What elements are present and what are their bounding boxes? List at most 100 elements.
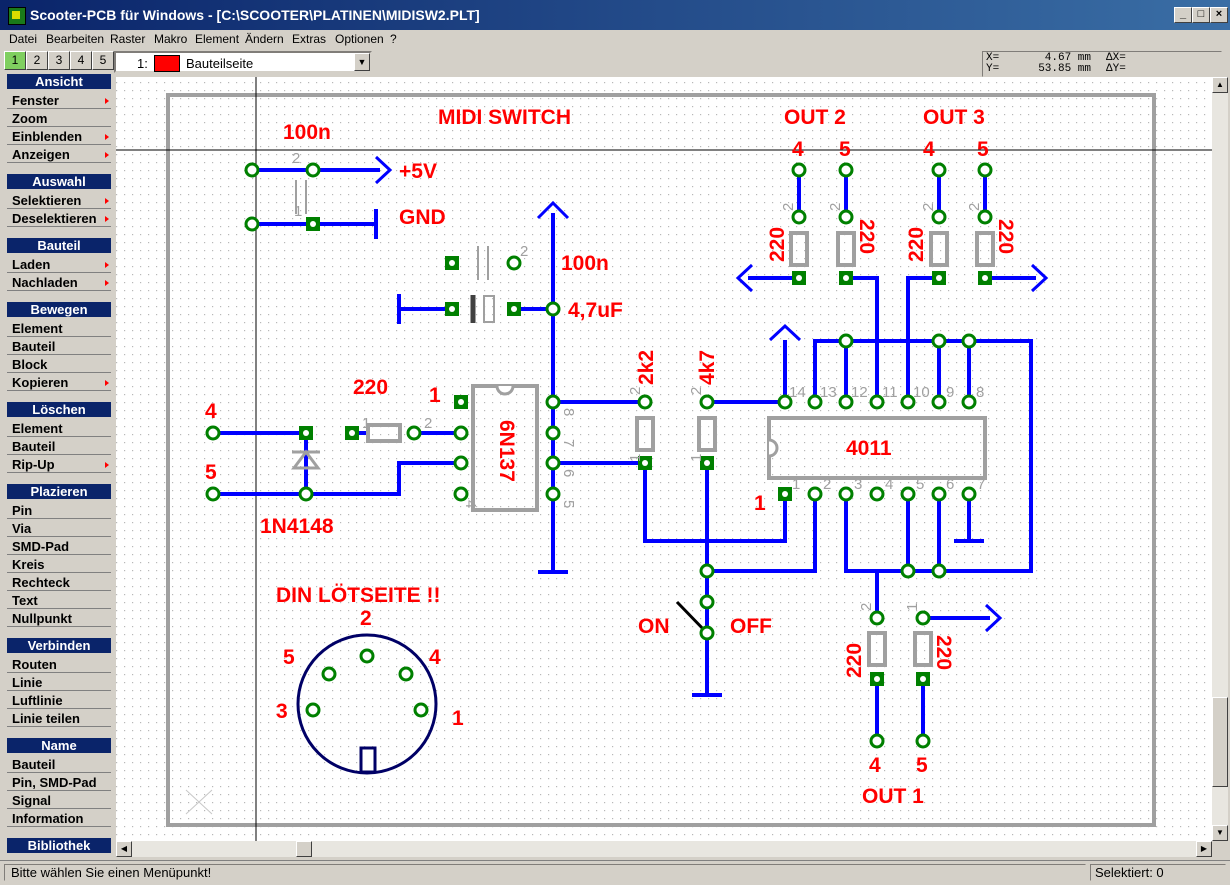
pad-round xyxy=(453,425,469,441)
menu-raster[interactable]: Raster xyxy=(110,32,146,46)
submenu-arrow-icon xyxy=(105,98,109,104)
pad-hole xyxy=(874,676,880,682)
label-in-pin5: 5 xyxy=(205,461,217,484)
pin-num-o5: 5 xyxy=(560,500,577,508)
sidebar-button-luftlinie[interactable]: Luftlinie xyxy=(7,692,111,709)
sidebar-button-bauteil[interactable]: Bauteil xyxy=(7,338,111,355)
pad-round xyxy=(305,162,321,178)
label-o3-pin5: 5 xyxy=(977,138,989,161)
sidebar-button-signal[interactable]: Signal xyxy=(7,792,111,809)
layer-tab-5[interactable]: 5 xyxy=(92,51,114,70)
pin-num-10: 10 xyxy=(913,384,930,401)
sidebar-button-zoom[interactable]: Zoom xyxy=(7,110,111,127)
vertical-scroll-thumb[interactable] xyxy=(1212,697,1228,787)
pad-round xyxy=(977,209,993,225)
scroll-down-icon[interactable]: ▼ xyxy=(1212,825,1228,841)
pad-round xyxy=(838,486,854,502)
sidebar-button-laden[interactable]: Laden xyxy=(7,256,111,273)
sidebar-button-rip-up[interactable]: Rip-Up xyxy=(7,456,111,473)
horizontal-scroll-thumb[interactable] xyxy=(296,841,312,857)
menu-extras[interactable]: Extras xyxy=(292,32,327,46)
chevron-down-icon[interactable]: ▼ xyxy=(354,53,370,71)
sidebar-button-selektieren[interactable]: Selektieren xyxy=(7,192,111,209)
menu-help[interactable]: ? xyxy=(390,32,397,46)
sidebar-button-nachladen[interactable]: Nachladen xyxy=(7,274,111,291)
sidebar-button-label: Laden xyxy=(12,257,51,272)
pad-hole xyxy=(982,275,988,281)
sidebar-button-einblenden[interactable]: Einblenden xyxy=(7,128,111,145)
pin-num-8: 8 xyxy=(976,384,984,401)
pad-round xyxy=(838,333,854,349)
layer-tab-1[interactable]: 1 xyxy=(4,51,26,70)
layer-select[interactable]: 1: Bauteilseite ▼ xyxy=(114,51,372,73)
sidebar-button-kopieren[interactable]: Kopieren xyxy=(7,374,111,391)
sidebar-button-kreis[interactable]: Kreis xyxy=(7,556,111,573)
menu-element[interactable]: Element xyxy=(195,32,240,46)
label-out2: OUT 2 xyxy=(784,106,846,129)
menu-optionen[interactable]: Optionen xyxy=(335,32,384,46)
origin-marker xyxy=(185,789,213,815)
app-icon[interactable] xyxy=(8,7,26,25)
sidebar-button-rechteck[interactable]: Rechteck xyxy=(7,574,111,591)
sidebar-button-deselektieren[interactable]: Deselektieren xyxy=(7,210,111,227)
pad-round xyxy=(545,425,561,441)
label-r220-o1b: 220 xyxy=(932,635,955,670)
sidebar-button-fenster[interactable]: Fenster xyxy=(7,92,111,109)
sidebar-button-nullpunkt[interactable]: Nullpunkt xyxy=(7,610,111,627)
menu-bearbeiten[interactable]: Bearbeiten xyxy=(46,32,105,46)
restore-button[interactable]: □ xyxy=(1192,7,1210,23)
minimize-button[interactable]: _ xyxy=(1174,7,1192,23)
pin-num-o7: 7 xyxy=(560,439,577,447)
layer-tab-3[interactable]: 3 xyxy=(48,51,70,70)
pad-round xyxy=(699,394,715,410)
sidebar-button-pin-smd-pad[interactable]: Pin, SMD-Pad xyxy=(7,774,111,791)
sidebar-button-information[interactable]: Information xyxy=(7,810,111,827)
pad-round xyxy=(900,486,916,502)
section-header-name: Name xyxy=(7,738,111,753)
pin-num-b3: 3 xyxy=(854,476,862,493)
vertical-scrollbar[interactable]: ▲ ▼ xyxy=(1212,77,1228,841)
pin-num-2a: 2 xyxy=(292,150,300,167)
pad-hole xyxy=(449,260,455,266)
close-button[interactable]: × xyxy=(1210,7,1228,23)
sidebar-button-text[interactable]: Text xyxy=(7,592,111,609)
sidebar-button-label: Kreis xyxy=(12,557,45,572)
sidebar-button-smd-pad[interactable]: SMD-Pad xyxy=(7,538,111,555)
sidebar-button-block[interactable]: Block xyxy=(7,356,111,373)
section-header-verbinden: Verbinden xyxy=(7,638,111,653)
menu-makro[interactable]: Makro xyxy=(154,32,188,46)
sidebar-button-label: Bauteil xyxy=(12,339,56,354)
sidebar-button-bauteil[interactable]: Bauteil xyxy=(7,756,111,773)
menu-aendern[interactable]: Ändern xyxy=(245,32,284,46)
pin-num-2f: 2 xyxy=(780,203,797,211)
sidebar-button-label: Element xyxy=(12,421,63,436)
submenu-arrow-icon xyxy=(105,262,109,268)
resistor-in xyxy=(366,423,402,443)
layer-tab-4[interactable]: 4 xyxy=(70,51,92,70)
pad-round xyxy=(699,625,715,641)
sidebar-button-linie[interactable]: Linie xyxy=(7,674,111,691)
horizontal-scrollbar[interactable]: ◀ ▶ xyxy=(116,841,1212,857)
layer-tab-2[interactable]: 2 xyxy=(26,51,48,70)
sidebar-button-element[interactable]: Element xyxy=(7,420,111,437)
sidebar-button-via[interactable]: Via xyxy=(7,520,111,537)
scroll-left-icon[interactable]: ◀ xyxy=(116,841,132,857)
menu-datei[interactable]: Datei xyxy=(9,32,38,46)
schematic-drawing[interactable]: 14 13 12 11 10 9 8 1 2 3 4 5 6 7 8 7 6 5… xyxy=(116,77,1212,841)
sidebar-button-bauteil[interactable]: Bauteil xyxy=(7,438,111,455)
sidebar-button-label: Zoom xyxy=(12,111,48,126)
sidebar-button-linie-teilen[interactable]: Linie teilen xyxy=(7,710,111,727)
sidebar-button-routen[interactable]: Routen xyxy=(7,656,111,673)
sidebar-button-pin[interactable]: Pin xyxy=(7,502,111,519)
scroll-up-icon[interactable]: ▲ xyxy=(1212,77,1228,93)
pin-num-o6: 6 xyxy=(560,469,577,477)
label-gate-pin1: 1 xyxy=(754,492,766,515)
pcb-canvas[interactable]: 14 13 12 11 10 9 8 1 2 3 4 5 6 7 8 7 6 5… xyxy=(116,77,1212,841)
label-vcc: +5V xyxy=(399,160,437,183)
sidebar-button-element[interactable]: Element xyxy=(7,320,111,337)
sidebar-button-anzeigen[interactable]: Anzeigen xyxy=(7,146,111,163)
pad-round xyxy=(398,666,414,682)
scroll-right-icon[interactable]: ▶ xyxy=(1196,841,1212,857)
pad-round xyxy=(305,702,321,718)
pin-num-1c: 1 xyxy=(362,415,370,432)
